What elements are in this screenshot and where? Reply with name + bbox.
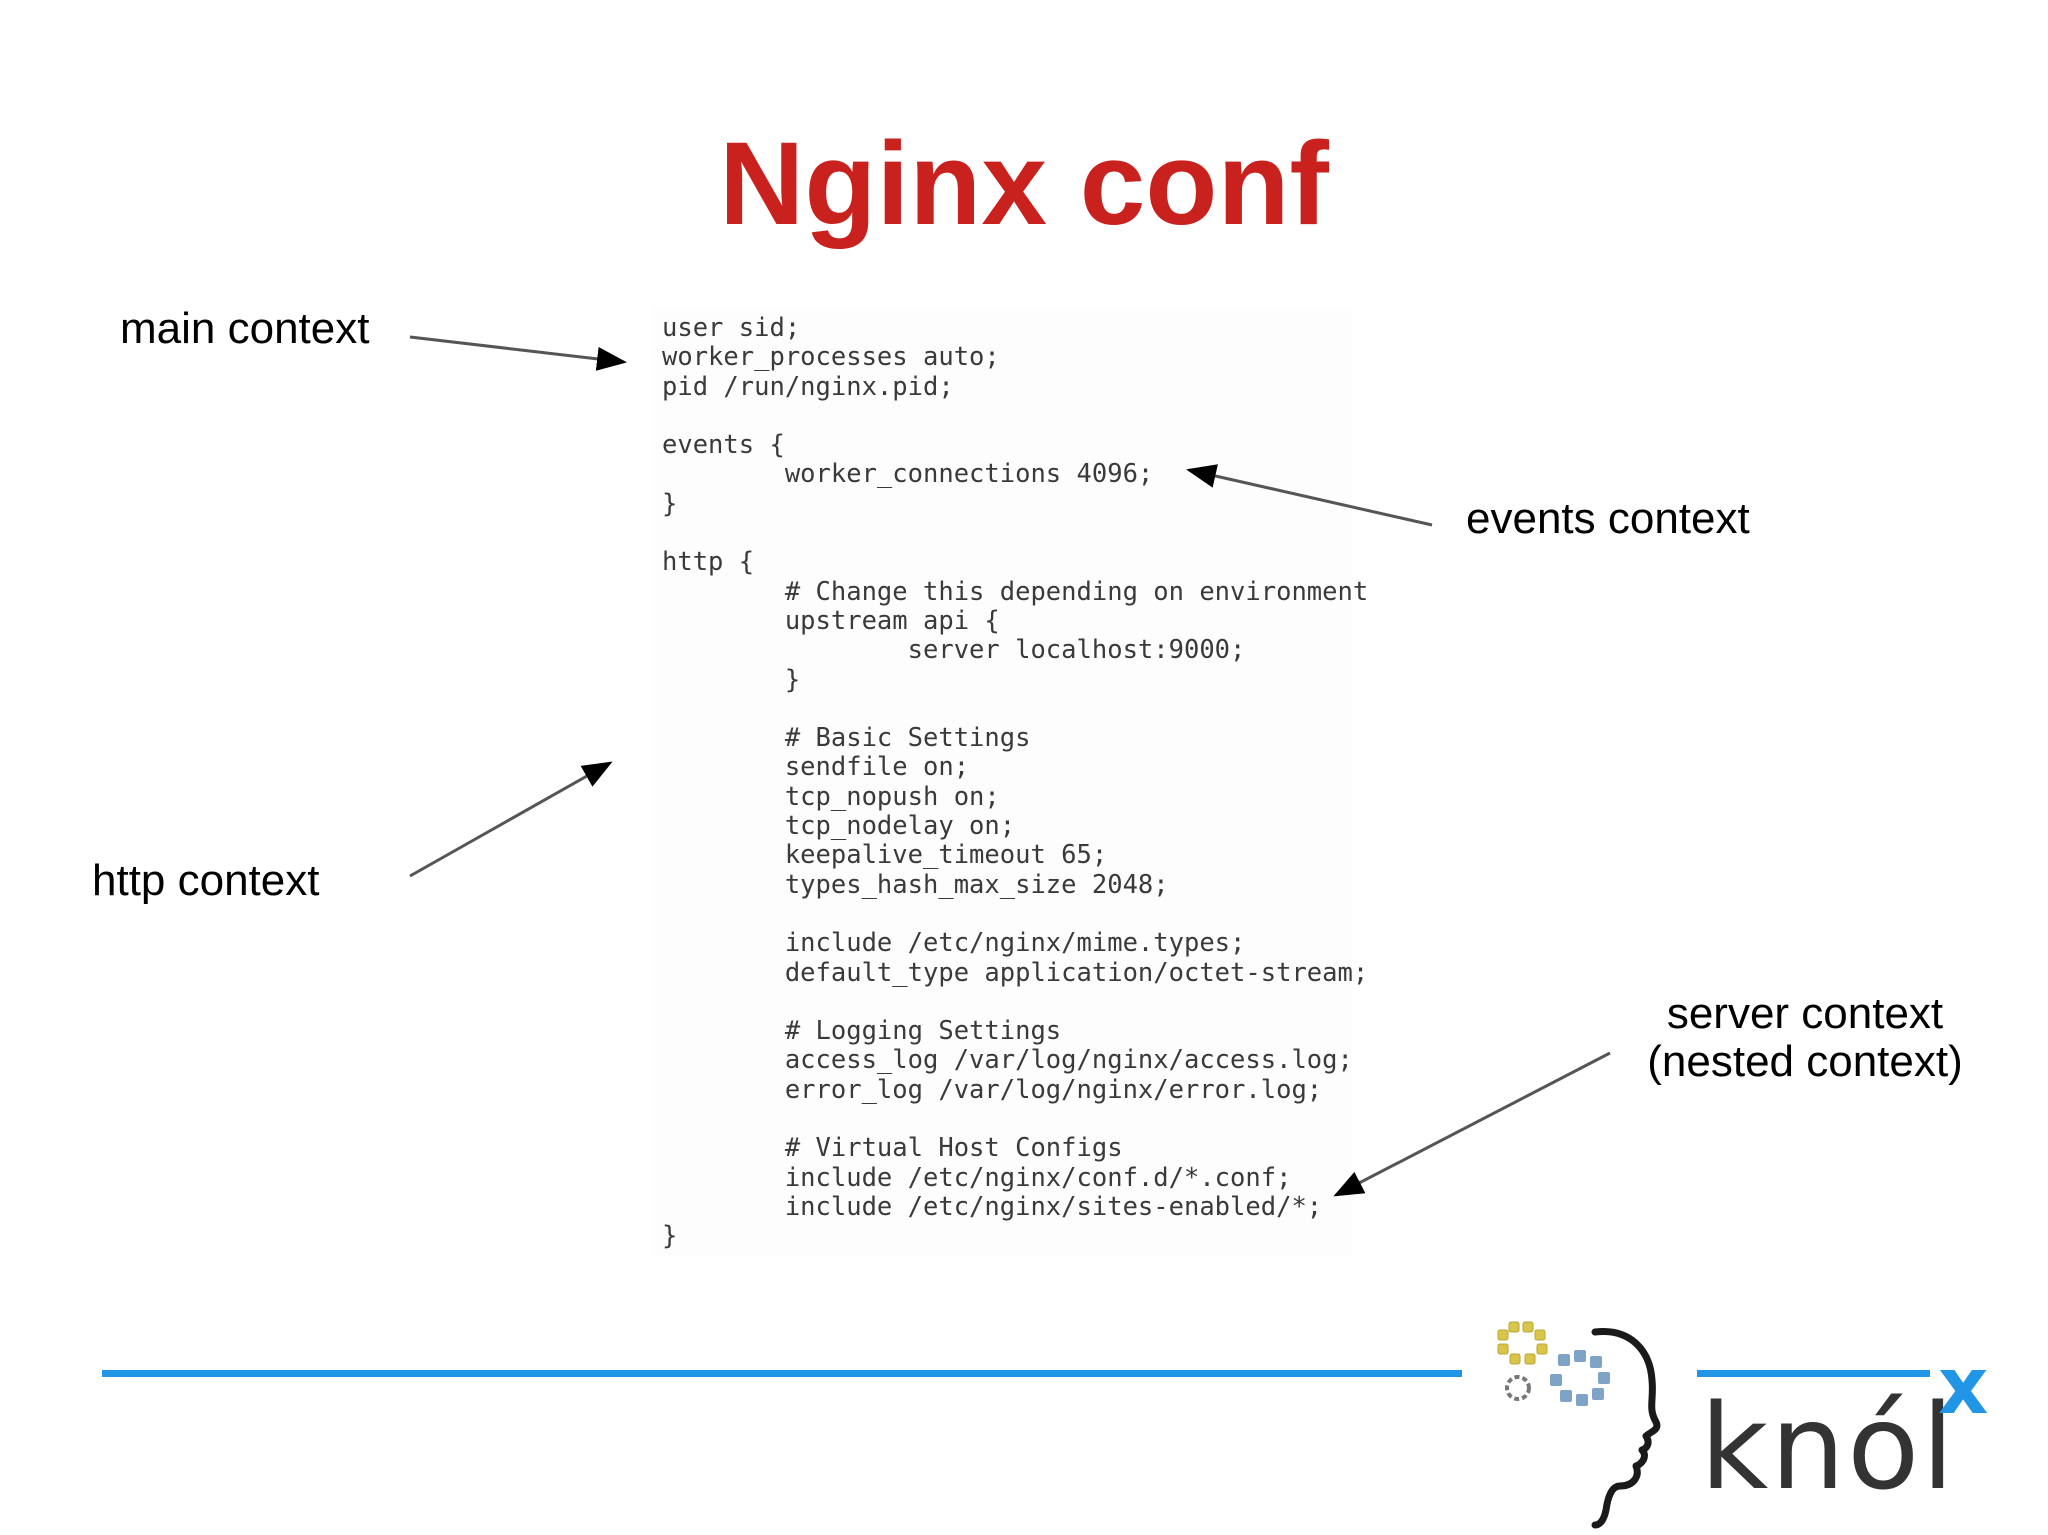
code-line: keepalive_timeout 65;	[662, 840, 1108, 871]
code-line: upstream api {	[662, 605, 1000, 636]
footer-divider-left	[102, 1370, 1462, 1377]
code-line: }	[662, 664, 801, 695]
nginx-config-code: user sid;worker_processes auto;pid /run/…	[662, 313, 1369, 1252]
http-context-label: http context	[92, 856, 320, 905]
server-context-label-line2: (nested context)	[1647, 1037, 1963, 1087]
main-context-label: main context	[120, 304, 370, 353]
code-line: tcp_nodelay on;	[662, 811, 1016, 842]
server-context-label-line1: server context	[1666, 989, 1944, 1038]
code-line: events {	[662, 430, 785, 461]
code-line: pid /run/nginx.pid;	[662, 371, 954, 402]
code-line: include /etc/nginx/mime.types;	[662, 928, 1246, 959]
code-line: }	[662, 1221, 678, 1252]
http-context-arrow	[409, 761, 613, 878]
code-line: access_log /var/log/nginx/access.log;	[662, 1045, 1353, 1076]
server-context-arrow	[1333, 1051, 1611, 1197]
blue-gear-icon	[1550, 1350, 1610, 1406]
code-line: sendfile on;	[662, 752, 970, 783]
code-screenshot-background	[652, 306, 1352, 1256]
code-line: # Change this depending on environment	[662, 576, 1369, 607]
code-line: include /etc/nginx/conf.d/*.conf;	[662, 1162, 1292, 1193]
code-line: # Basic Settings	[662, 723, 1031, 754]
main-context-arrow	[409, 335, 627, 371]
grey-gear-icon	[1505, 1375, 1531, 1401]
knolx-head-gears-logo-icon	[1497, 1321, 1661, 1529]
code-line: error_log /var/log/nginx/error.log;	[662, 1074, 1323, 1105]
yellow-gear-icon	[1497, 1321, 1548, 1365]
code-line: user sid;	[662, 313, 801, 343]
events-context-arrow	[1186, 464, 1433, 527]
code-line: include /etc/nginx/sites-enabled/*;	[662, 1191, 1323, 1222]
slide-title: Nginx conf	[719, 118, 1329, 250]
code-line: # Logging Settings	[662, 1016, 1062, 1047]
code-line: http {	[662, 547, 755, 578]
code-line: default_type application/octet-stream;	[662, 957, 1369, 988]
knolx-logo-wordmark: knól	[1700, 1378, 1957, 1516]
code-line: # Virtual Host Configs	[662, 1133, 1123, 1164]
code-line: tcp_nopush on;	[662, 781, 1000, 812]
server-context-label: server context (nested context)	[1620, 989, 1990, 1087]
events-context-label: events context	[1466, 494, 1750, 543]
knolx-logo-x: x	[1938, 1342, 1989, 1432]
code-line: worker_connections 4096;	[662, 459, 1154, 490]
code-line: server localhost:9000;	[662, 635, 1246, 666]
code-line: worker_processes auto;	[662, 342, 1000, 373]
code-line: types_hash_max_size 2048;	[662, 869, 1169, 900]
footer-divider-right	[1697, 1370, 1930, 1377]
code-line: }	[662, 488, 678, 519]
head-silhouette-icon	[1591, 1328, 1661, 1529]
